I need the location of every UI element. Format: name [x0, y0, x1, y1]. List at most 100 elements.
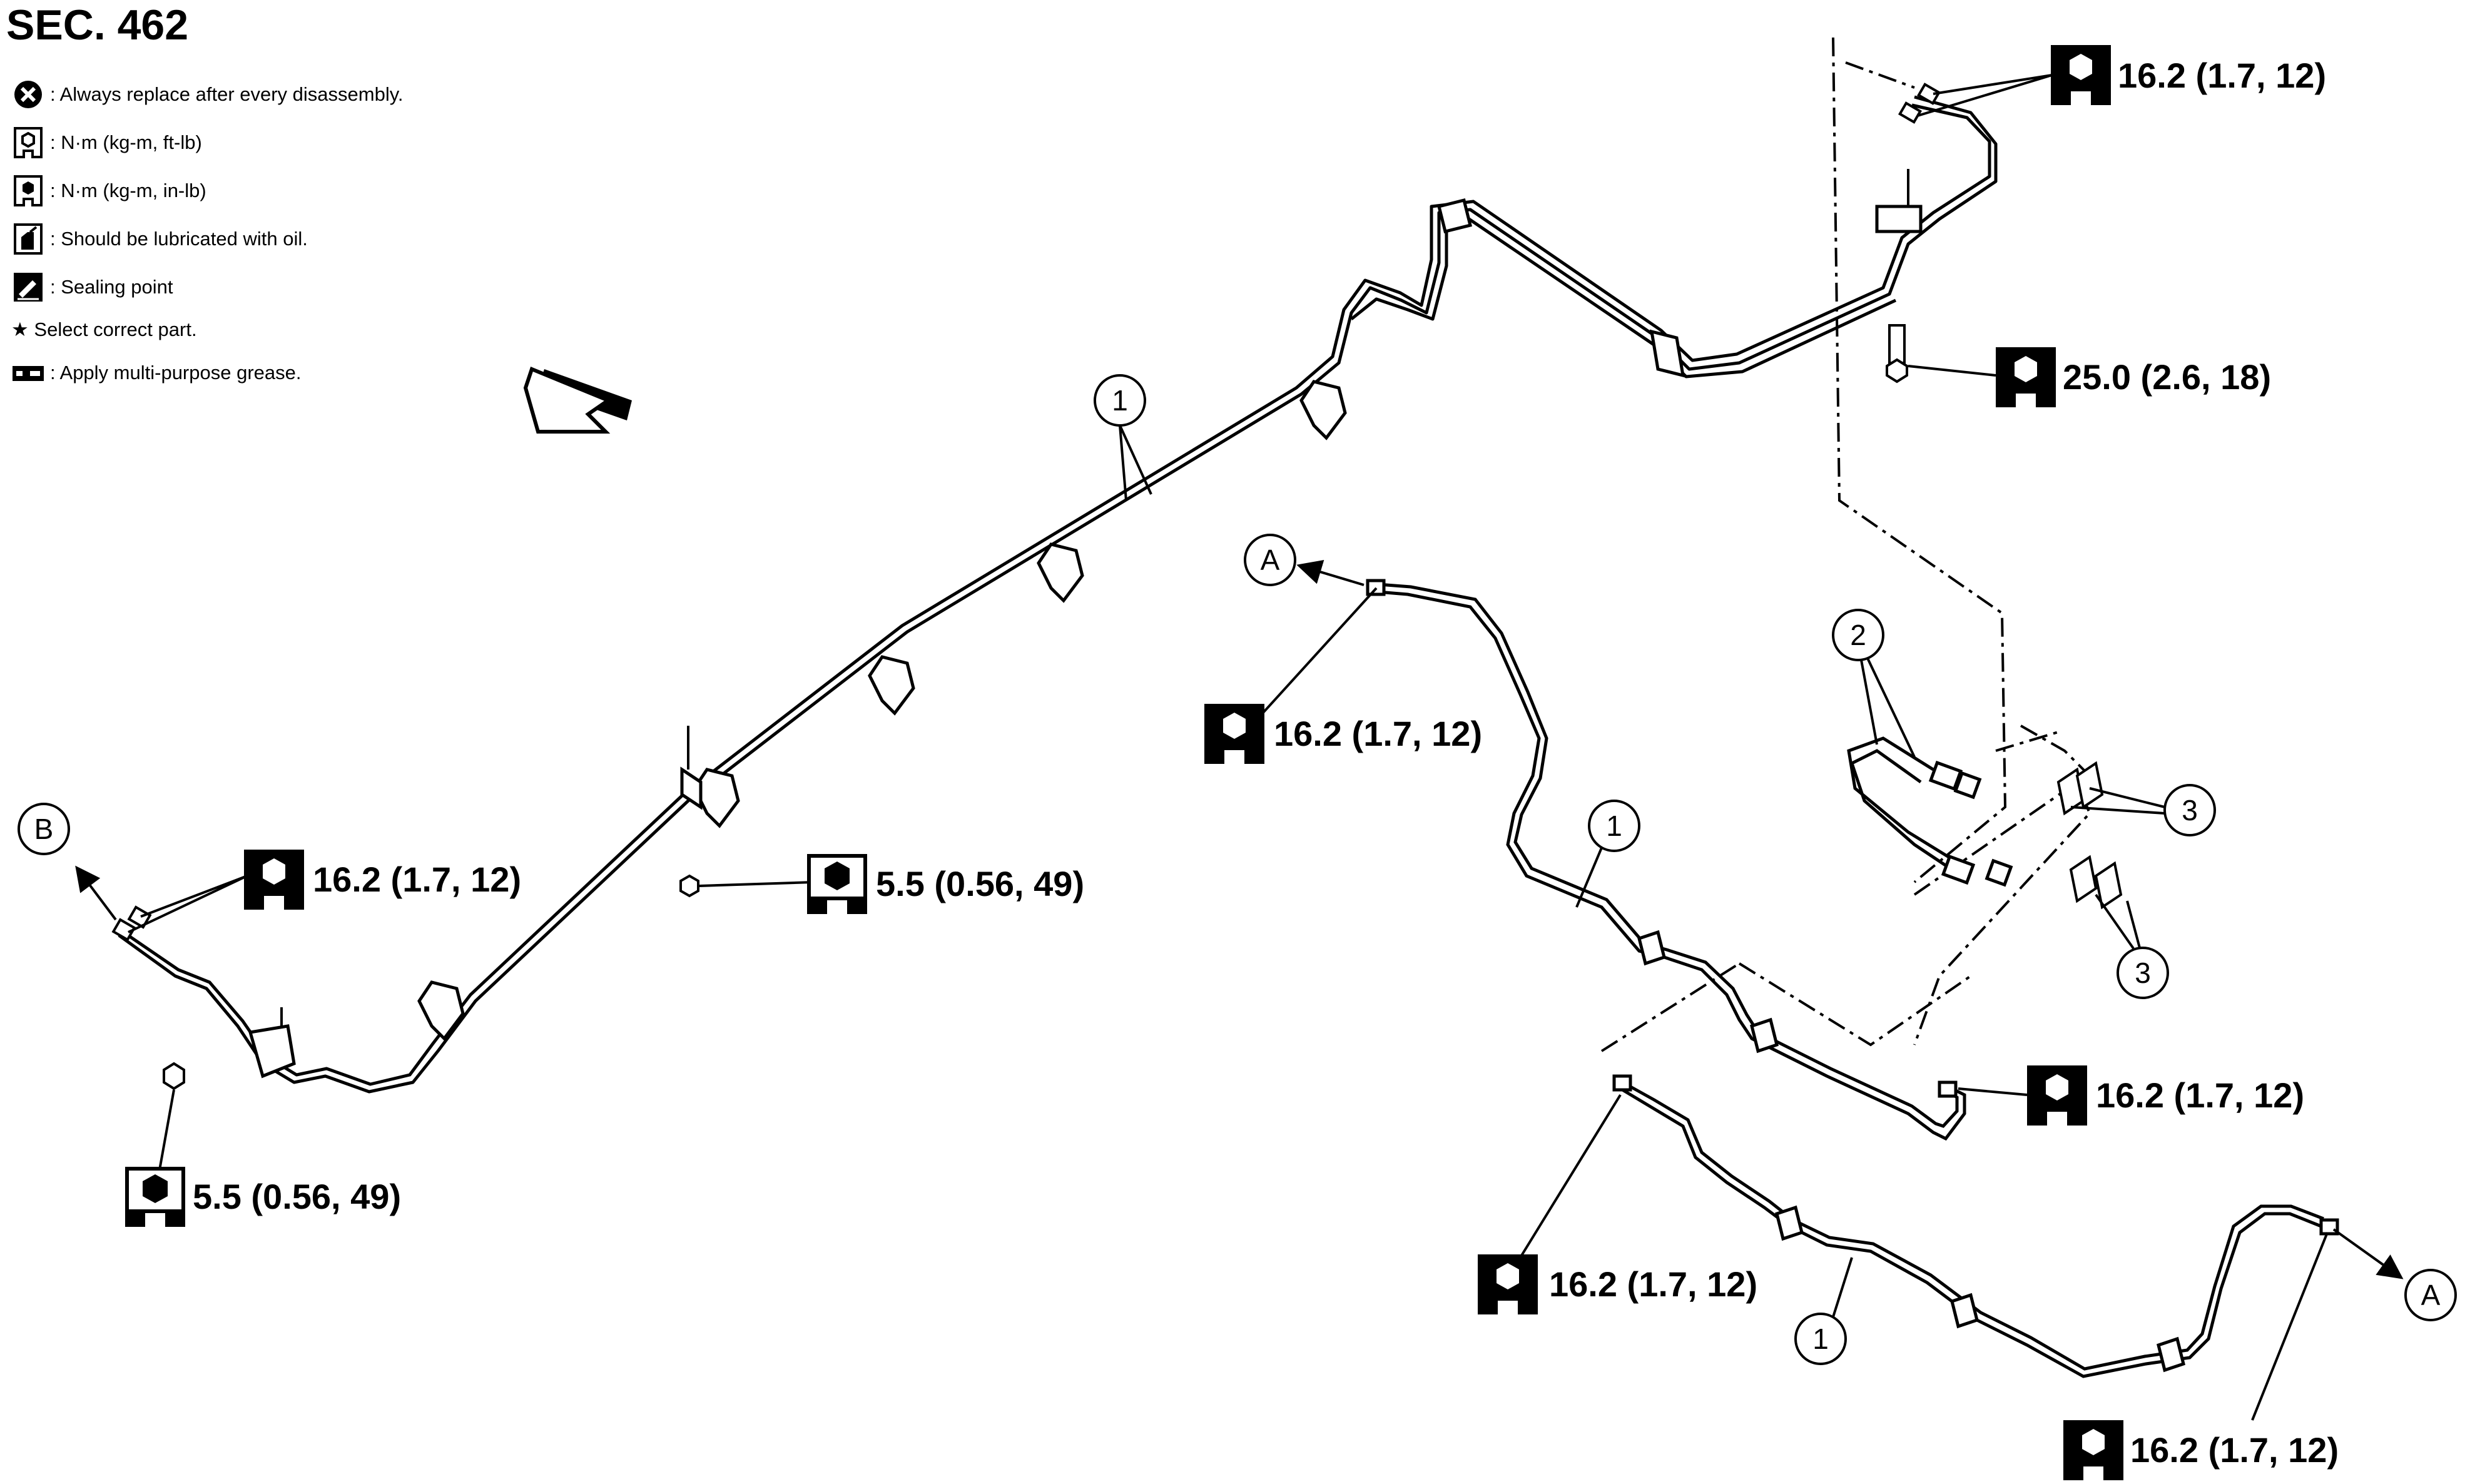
legend-text-replace: : Always replace after every disassembly…	[50, 83, 404, 105]
callout-A-upper: A	[1244, 534, 1365, 586]
legend-text-ftlb: : N·m (kg-m, ft-lb)	[50, 131, 202, 153]
grease-icon	[13, 365, 44, 381]
leader-line	[2251, 1232, 2329, 1421]
callout-1a: 1	[1094, 374, 1152, 501]
lock-plate	[2094, 861, 2123, 910]
tube-clip	[1436, 198, 1473, 234]
legend: : Always replace after every disassembly…	[11, 70, 437, 397]
tube-clip	[1750, 1017, 1779, 1054]
legend-row-star: ★ Select correct part.	[11, 311, 437, 348]
torque-label-2: 25.0 (2.6, 18)	[1996, 347, 2271, 407]
callout-B-text: B	[34, 813, 54, 845]
dash-line	[1845, 61, 1915, 89]
hose-fitting	[1953, 771, 1982, 800]
callout-A-lower-text: A	[2421, 1279, 2441, 1311]
torque-label-1: 16.2 (1.7, 12)	[2051, 45, 2326, 105]
torque-label-6: 5.5 (0.56, 49)	[125, 1167, 401, 1227]
tube-clip	[1950, 1293, 1979, 1329]
brake-hose	[1847, 736, 1950, 859]
hose-fitting	[1985, 858, 2013, 887]
brake-hose	[1849, 749, 1953, 872]
torque-text-6: 5.5 (0.56, 49)	[193, 1177, 401, 1216]
tube-clip	[417, 980, 465, 1041]
torque-wrench-inlb-icon	[14, 175, 43, 206]
flare-nut	[1612, 1074, 1632, 1092]
leader-line	[1519, 1094, 1622, 1259]
dash-line	[1995, 731, 2059, 752]
tube-bracket	[248, 1024, 296, 1079]
legend-row-grease: : Apply multi-purpose grease.	[11, 348, 437, 397]
hex-nut	[679, 874, 699, 898]
callout-1b-text: 1	[1606, 810, 1622, 842]
tube-clip	[1037, 542, 1084, 603]
leader-line	[158, 1089, 175, 1171]
flare-nut	[1938, 1080, 1958, 1098]
flare-nut	[127, 905, 152, 929]
torque-label-7: 16.2 (1.7, 12)	[2027, 1065, 2304, 1126]
legend-row-inlb: : N·m (kg-m, in-lb)	[11, 166, 437, 215]
callout-3a: 3	[2070, 784, 2216, 836]
callout-3b-text: 3	[2135, 957, 2151, 989]
leader-line	[699, 881, 814, 887]
callout-1a-text: 1	[1112, 384, 1128, 417]
torque-wrench-ftlb-icon	[14, 126, 43, 158]
callout-1c-text: 1	[1812, 1323, 1829, 1355]
lower-brake-tube	[1619, 1079, 2324, 1371]
leader-line	[1908, 365, 1996, 377]
callout-1c: 1	[1794, 1257, 1853, 1365]
callout-2: 2	[1832, 609, 1916, 758]
torque-text-8: 16.2 (1.7, 12)	[1549, 1264, 1757, 1304]
callout-2-text: 2	[1850, 619, 1866, 651]
tube-bracket	[680, 766, 703, 810]
torque-label-4: 5.5 (0.56, 49)	[807, 854, 1084, 914]
sealing-point-icon	[14, 272, 43, 302]
callout-A-lower: A	[2332, 1228, 2457, 1321]
tube-clip	[1299, 380, 1347, 440]
tube-clip	[868, 655, 915, 716]
torque-text-5: 16.2 (1.7, 12)	[313, 860, 521, 899]
callout-1b: 1	[1575, 800, 1640, 908]
flare-nut	[111, 918, 136, 942]
dash-line	[1913, 780, 2091, 1045]
hex-nut	[163, 1062, 185, 1090]
callout-3b: 3	[2095, 893, 2169, 999]
lock-plate	[2075, 761, 2104, 810]
section-title: SEC. 462	[6, 1, 189, 49]
leader-line	[128, 875, 248, 933]
callout-B: B	[18, 803, 117, 921]
always-replace-icon	[14, 80, 42, 108]
leader-line	[1917, 74, 2053, 117]
torque-text-9: 16.2 (1.7, 12)	[2130, 1430, 2339, 1470]
leader-line	[1250, 587, 1378, 727]
torque-text-1: 16.2 (1.7, 12)	[2118, 56, 2326, 95]
bracket-bolt	[1886, 324, 1908, 384]
oil-can-icon	[14, 223, 43, 255]
callout-3a-text: 3	[2182, 794, 2198, 826]
callout-A-upper-text: A	[1261, 544, 1280, 576]
tube-clip	[693, 768, 740, 828]
legend-text-star: ★ Select correct part.	[11, 318, 197, 340]
legend-text-inlb: : N·m (kg-m, in-lb)	[50, 179, 206, 201]
dash-line	[1832, 37, 2007, 883]
torque-text-2: 25.0 (2.6, 18)	[2063, 357, 2271, 397]
legend-row-replace: : Always replace after every disassembly…	[11, 70, 437, 118]
dash-line	[1738, 962, 1972, 1047]
torque-text-4: 5.5 (0.56, 49)	[876, 864, 1084, 903]
legend-row-seal: : Sealing point	[11, 263, 437, 311]
legend-text-grease: : Apply multi-purpose grease.	[50, 361, 302, 384]
lock-plate	[2069, 855, 2098, 903]
torque-label-5: 16.2 (1.7, 12)	[244, 850, 521, 910]
tube-clip	[1775, 1205, 1804, 1241]
legend-text-oil: : Should be lubricated with oil.	[50, 227, 308, 250]
torque-text-7: 16.2 (1.7, 12)	[2096, 1075, 2304, 1115]
lower-brake-tube	[1619, 1087, 2322, 1378]
flare-nut	[1366, 579, 1386, 596]
tube-clip	[1637, 930, 1666, 966]
torque-label-9: 16.2 (1.7, 12)	[2063, 1420, 2339, 1480]
leader-line	[1958, 1087, 2028, 1096]
torque-text-3: 16.2 (1.7, 12)	[1274, 714, 1482, 753]
legend-row-ftlb: : N·m (kg-m, ft-lb)	[11, 118, 437, 166]
legend-text-seal: : Sealing point	[50, 275, 173, 298]
tube-clip	[2157, 1336, 2185, 1373]
